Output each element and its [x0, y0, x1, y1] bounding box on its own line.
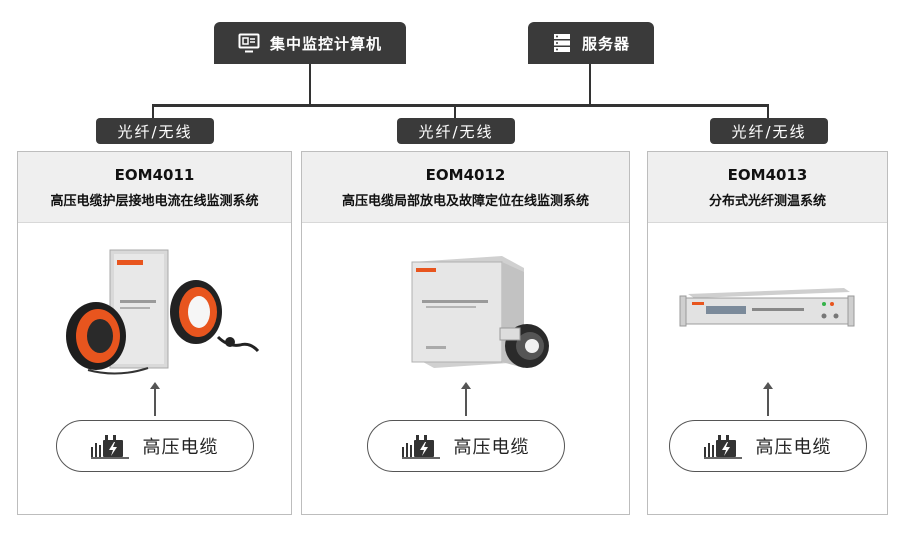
- up-arrow: [460, 382, 471, 416]
- card-name: 分布式光纤测温系统: [708, 193, 826, 209]
- hv-cable-icon: [401, 435, 440, 459]
- hv-cable-icon: [703, 435, 742, 459]
- source-label: 高压电缆: [755, 437, 832, 458]
- card-model: EOM4011: [114, 165, 195, 184]
- monitor-label: 集中监控计算机: [269, 34, 382, 53]
- server-label: 服务器: [581, 34, 630, 53]
- source-label: 高压电缆: [453, 437, 530, 458]
- partial-discharge-device-image: [411, 256, 549, 368]
- hv-cable-source: 高压电缆: [668, 420, 867, 472]
- system-card-eom4011: EOM4011 高压电缆护层接地电流在线监测系统 高压电缆: [17, 151, 292, 515]
- system-card-eom4013: EOM4013 分布式光纤测温系统 高压电缆: [647, 151, 888, 515]
- monitor-computer-box: 集中监控计算机: [214, 22, 406, 64]
- main-bus-line: [152, 104, 769, 107]
- link-tag-3: 光纤/无线: [710, 118, 828, 144]
- link-tag-2: 光纤/无线: [397, 118, 515, 144]
- card-name: 高压电缆护层接地电流在线监测系统: [50, 193, 259, 209]
- link-tag-1: 光纤/无线: [96, 118, 214, 144]
- hv-cable-source: 高压电缆: [55, 420, 254, 472]
- server-connector: [589, 64, 591, 106]
- source-label: 高压电缆: [142, 437, 219, 458]
- card-name: 高压电缆局部放电及故障定位在线监测系统: [341, 193, 589, 209]
- card-model: EOM4012: [425, 165, 506, 184]
- grounding-current-device-image: [66, 249, 260, 375]
- up-arrow: [762, 382, 773, 416]
- server-icon: [553, 34, 570, 52]
- card-header: EOM4013 分布式光纤测温系统: [648, 152, 887, 223]
- drop-line-2: [454, 104, 456, 120]
- system-card-eom4012: EOM4012 高压电缆局部放电及故障定位在线监测系统 高压电缆: [301, 151, 630, 515]
- monitor-connector: [309, 64, 311, 106]
- drop-line-1: [152, 104, 154, 120]
- server-box: 服务器: [528, 22, 654, 64]
- hv-cable-source: 高压电缆: [366, 420, 565, 472]
- hv-cable-icon: [90, 435, 129, 459]
- drop-line-3: [767, 104, 769, 120]
- card-model: EOM4013: [727, 165, 808, 184]
- fiber-temperature-device-image: [679, 288, 855, 327]
- card-header: EOM4012 高压电缆局部放电及故障定位在线监测系统: [302, 152, 629, 223]
- monitor-icon: [238, 33, 260, 53]
- card-header: EOM4011 高压电缆护层接地电流在线监测系统: [18, 152, 291, 223]
- up-arrow: [149, 382, 160, 416]
